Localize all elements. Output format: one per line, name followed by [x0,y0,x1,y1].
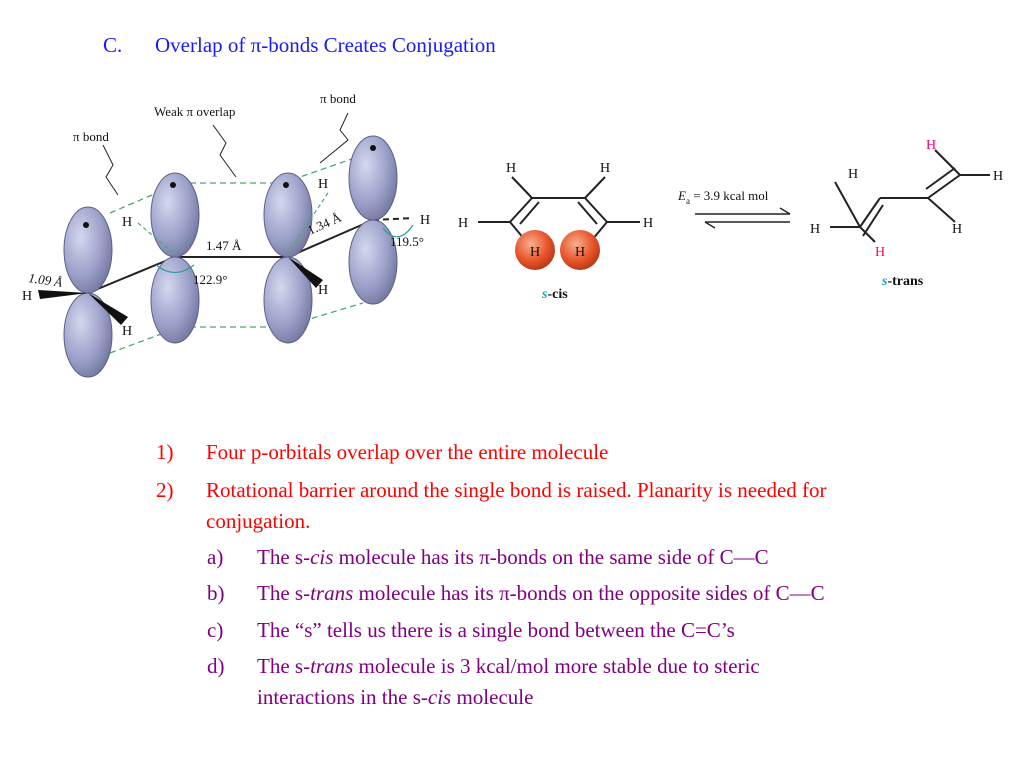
h-atom: H [952,222,962,237]
sigma-backbone [87,217,414,294]
label-weak-overlap: Weak π overlap [154,104,235,119]
h-atom: H [22,289,32,304]
conformer-equilibrium-figure: H H H H H H s-cis Ea = 3.9 kcal mol H H … [458,138,1003,300]
heading-number: C. [103,33,123,57]
p-orbital-1 [63,206,113,378]
equilibrium-arrows [695,207,791,229]
h-atom: H [420,213,430,228]
h-atom: H [810,222,820,237]
wedge-bonds [38,257,323,325]
orbital-overlap-figure: π bond Weak π overlap π bond 1.47 Å 1.34… [22,91,430,378]
steric-h-ball-left [515,230,555,270]
h-atom: H [848,167,858,182]
s-cis-skeleton [478,176,640,241]
label-bond-109: 1.09 Å [28,270,64,290]
h-atom: H [643,216,653,231]
label-pi-bond-left: π bond [73,129,109,144]
slide-heading: C. Overlap of π-bonds Creates Conjugation [103,33,496,58]
h-atom: H [530,245,540,260]
h-atom: H [458,216,468,231]
h-atom-highlight: H [875,245,885,260]
s-cis-label: s-cis [541,287,568,300]
p-orbital-4 [348,135,398,305]
h-atom-highlight: H [926,138,936,153]
p-orbital-2 [150,172,200,344]
angle-arcs [155,224,414,274]
h-atom: H [122,324,132,339]
h-atom: H [318,283,328,298]
label-angle-1195: 119.5° [390,234,424,249]
callout-arrows [102,112,349,196]
h-atom: H [318,177,328,192]
s-trans-label: s-trans [881,274,924,289]
h-atom: H [575,245,585,260]
h-atom: H [506,161,516,176]
h-atom: H [993,169,1003,184]
label-angle-1229: 122.9° [193,272,227,287]
label-bond-147: 1.47 Å [206,238,242,253]
heading-text: Overlap of π-bonds Creates Conjugation [155,33,496,57]
h-atom: H [600,161,610,176]
steric-h-ball-right [560,230,600,270]
s-trans-skeleton [830,149,990,243]
label-pi-bond-right: π bond [320,91,356,106]
h-atom: H [122,215,132,230]
activation-energy: Ea = 3.9 kcal mol [677,188,769,206]
